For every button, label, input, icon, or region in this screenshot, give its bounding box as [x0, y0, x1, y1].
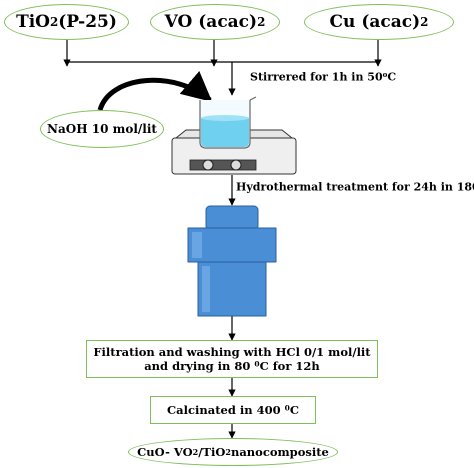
- stirring-step-label: Stirrered for 1h in 50oC: [250, 70, 397, 84]
- filtration-step-box: Filtration and washing with HCl 0/1 mol/…: [86, 340, 378, 378]
- hydrothermal-step-label: Hydrothermal treatment for 24h in 180 0C: [236, 180, 474, 194]
- naoh-label: NaOH 10 mol/lit: [47, 122, 157, 136]
- reagent-vo-acac: VO (acac)2: [150, 4, 280, 40]
- naoh-curved-arrow: [97, 71, 213, 111]
- reagent-vo-label: VO (acac): [164, 12, 258, 32]
- calcination-step-box: Calcinated in 400 0C: [150, 396, 316, 424]
- beaker: [199, 96, 257, 149]
- reagent-cu-acac: Cu (acac)2: [304, 4, 454, 40]
- filtration-line-1: Filtration and washing with HCl 0/1 mol/…: [93, 344, 371, 359]
- filtration-line-2: and drying in 80 0C for 12h: [144, 359, 320, 373]
- autoclave: [187, 205, 277, 317]
- naoh-reagent: NaOH 10 mol/lit: [40, 110, 164, 148]
- reagent-cu-label: Cu (acac): [329, 12, 421, 32]
- reagent-tio2-label: TiO: [16, 12, 50, 32]
